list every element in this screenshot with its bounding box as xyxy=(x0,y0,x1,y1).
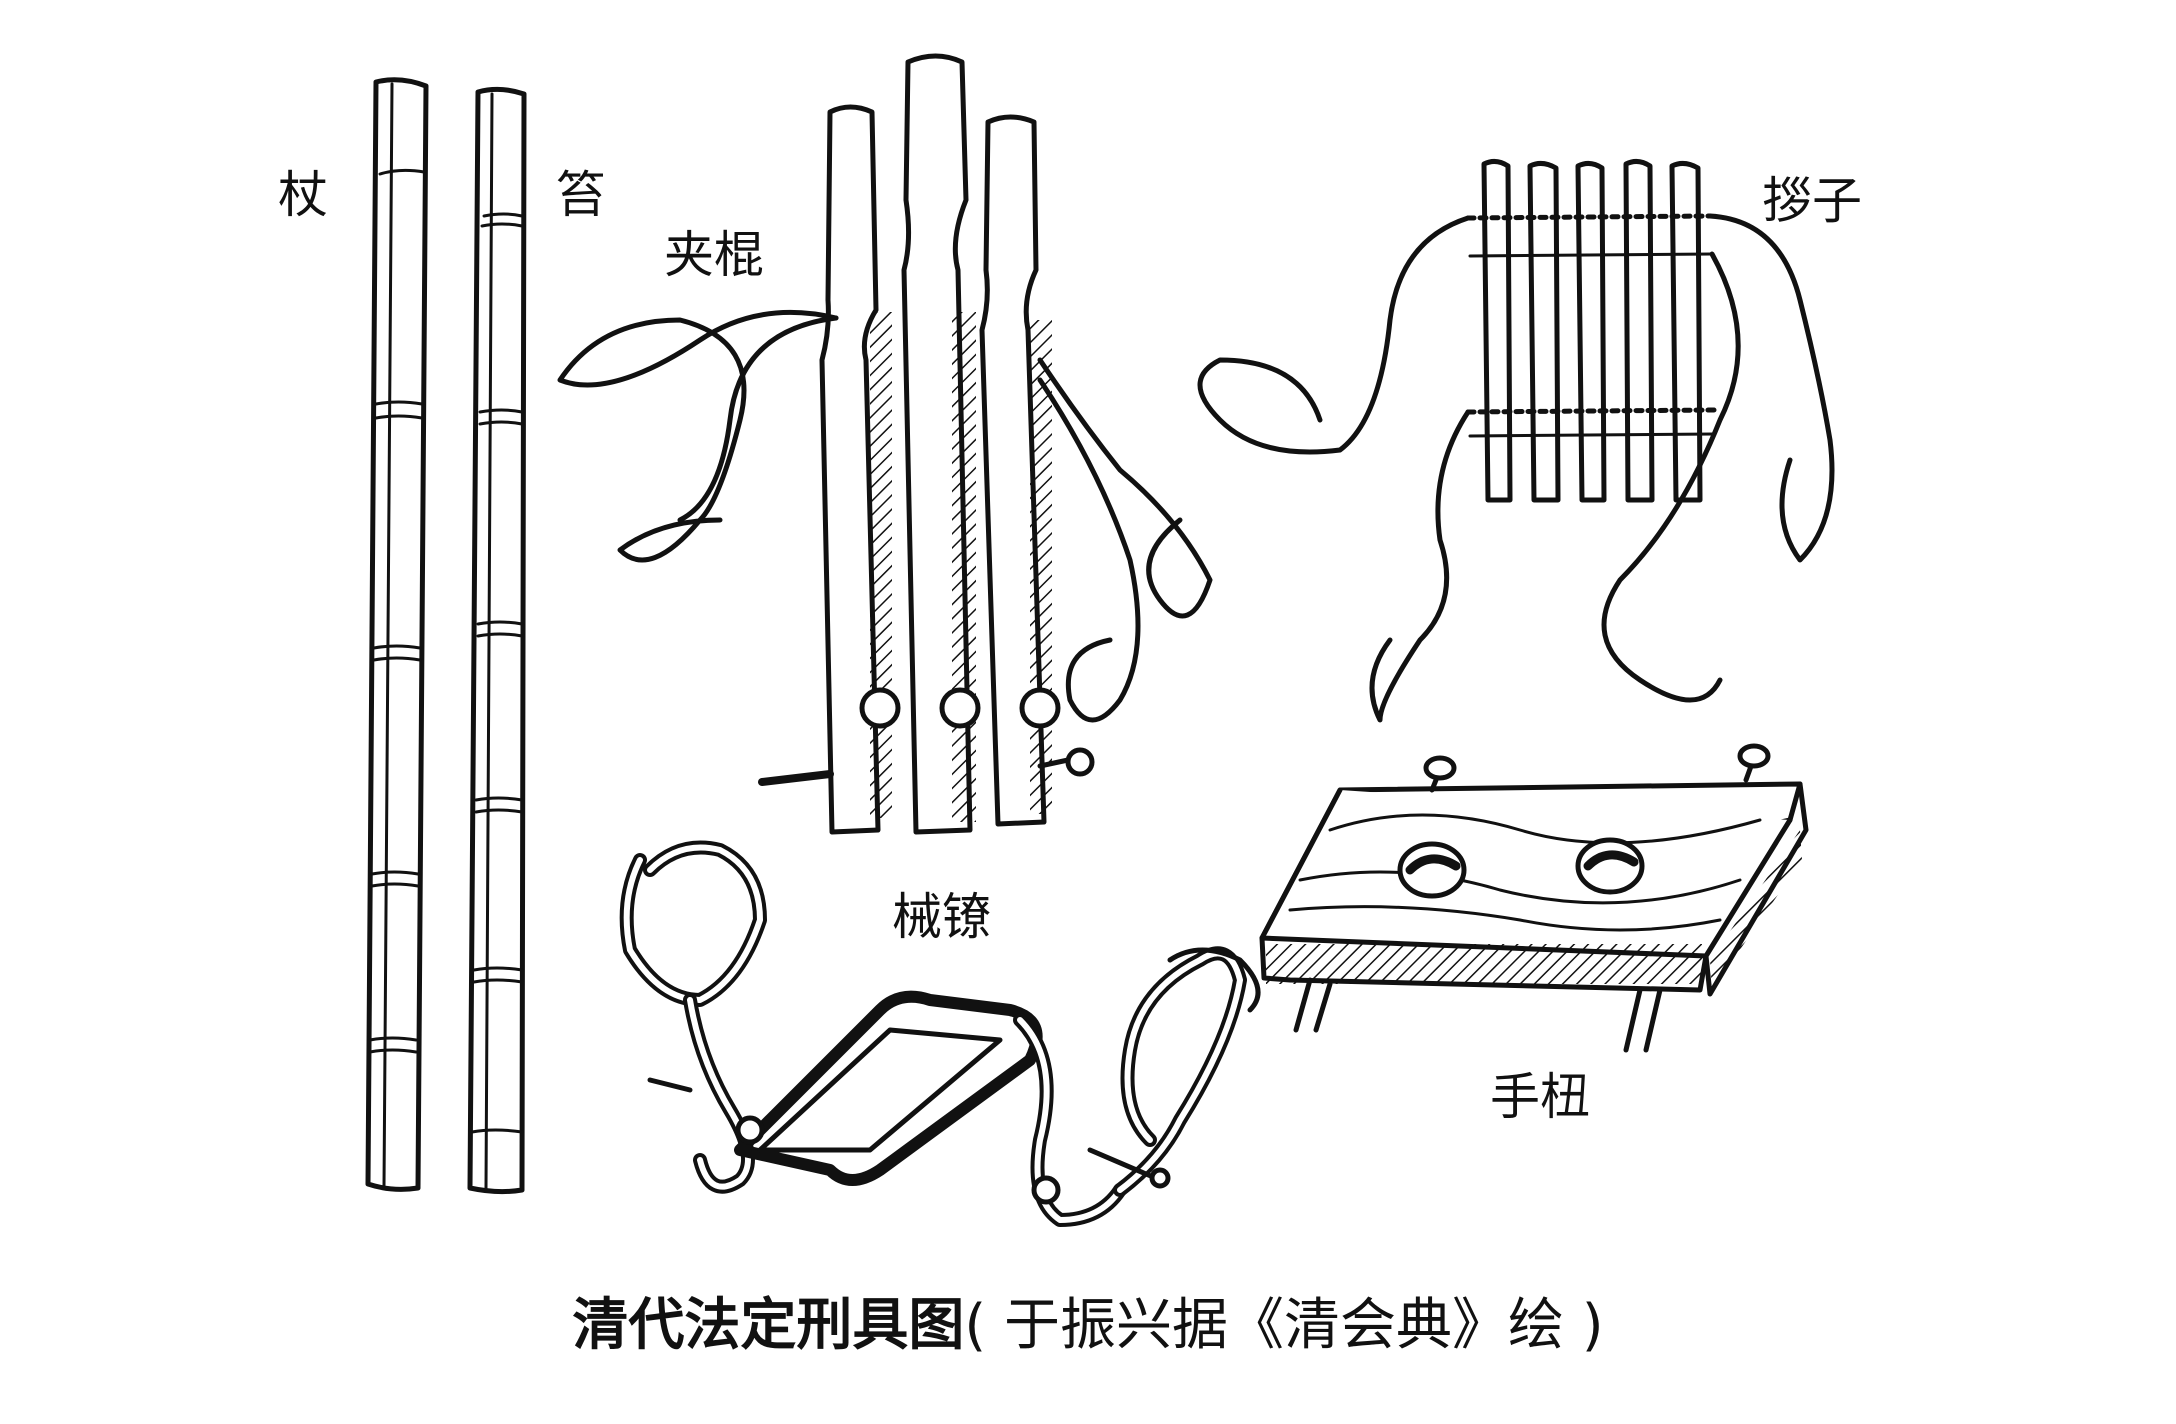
label-chi: 笞 xyxy=(556,166,606,224)
caption-sub: ( 于振兴据《清会典》绘 ) xyxy=(964,1293,1604,1358)
finger-press xyxy=(1197,158,1835,723)
shackles xyxy=(619,840,1261,1227)
three-rod-clamp xyxy=(557,53,1213,835)
label-xieliao: 械镣 xyxy=(892,888,992,946)
heavy-stick xyxy=(365,77,429,1192)
label-shouniu: 手杻 xyxy=(1490,1068,1590,1126)
hand-stock xyxy=(1259,743,1809,1053)
label-zanzi: 拶子 xyxy=(1762,172,1862,230)
figure-caption: 清代法定刑具图( 于振兴据《清会典》绘 ) xyxy=(0,1298,2176,1354)
label-jiagun: 夹棍 xyxy=(664,226,764,284)
label-zhang: 杖 xyxy=(278,166,328,224)
light-stick xyxy=(467,86,527,1195)
caption-main: 清代法定刑具图 xyxy=(572,1293,965,1358)
